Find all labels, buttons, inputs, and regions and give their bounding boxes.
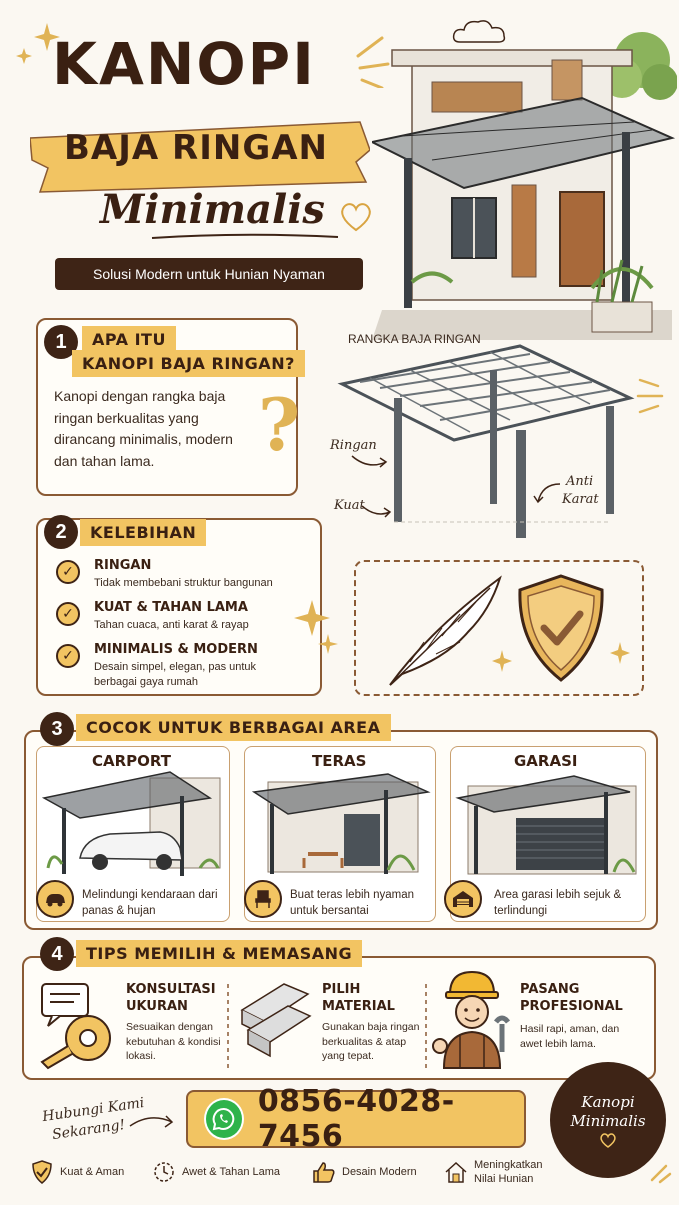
whatsapp-icon	[204, 1098, 244, 1140]
area-desc-garasi: Area garasi lebih sejuk & terlindungi	[494, 889, 622, 917]
tip-1-title-line1: KONSULTASI	[126, 982, 216, 997]
thumbs-up-icon	[312, 1160, 336, 1184]
carport-illustration	[41, 771, 221, 876]
area-title-carport: CARPORT	[92, 752, 172, 770]
label-anti-karat-line1: Anti	[566, 474, 594, 489]
tip-2-title-line1: PILIH	[322, 982, 361, 997]
area-title-teras: TERAS	[312, 752, 367, 770]
house-illustration	[372, 32, 677, 340]
tip-3-title-line1: PASANG	[520, 982, 580, 997]
sparkle-lines-icon	[356, 36, 390, 88]
sparkle-icon	[16, 23, 60, 64]
shield-check-icon	[30, 1160, 54, 1184]
question-mark-icon: ?	[258, 382, 301, 467]
arrow-icon	[361, 505, 392, 518]
area-desc-teras: Buat teras lebih nyaman untuk bersantai	[290, 889, 415, 917]
title-baja-ringan: BAJA RINGAN	[64, 128, 328, 168]
brand-stamp: Kanopi Minimalis	[550, 1062, 666, 1178]
feature-3-title: MINIMALIS & MODERN	[94, 642, 258, 657]
tip-2-desc: Gunakan baja ringan berkualitas & atap y…	[322, 1021, 420, 1063]
phone-button[interactable]: 0856-4028-7456	[186, 1084, 526, 1154]
section-3-heading: COCOK UNTUK BERBAGAI AREA	[76, 714, 391, 741]
measuring-tape-icon	[40, 983, 111, 1070]
footer-label: Awet & Tahan Lama	[182, 1166, 281, 1178]
section-1-heading-line2: KANOPI BAJA RINGAN?	[72, 350, 305, 377]
frame-diagram-title: RANGKA BAJA RINGAN	[348, 332, 481, 346]
section-4-number: 4	[40, 937, 74, 971]
footer-item-desain: Desain Modern	[312, 1160, 417, 1184]
stamp-line2: Minimalis	[570, 1112, 646, 1130]
footer-label: Kuat & Aman	[60, 1166, 125, 1178]
stamp-line1: Kanopi	[581, 1092, 635, 1111]
tip-3-desc: Hasil rapi, aman, dan awet lebih lama.	[520, 1023, 620, 1050]
dashed-divider	[227, 984, 229, 1068]
sparkle-icon	[294, 600, 338, 654]
phone-number: 0856-4028-7456	[257, 1084, 455, 1154]
subtitle-banner: Solusi Modern untuk Hunian Nyaman	[55, 258, 363, 290]
garage-icon	[444, 880, 482, 918]
car-icon	[36, 880, 74, 918]
worker-icon	[432, 970, 510, 1069]
label-anti-karat-line2: Karat	[562, 492, 599, 507]
section-3-number: 3	[40, 712, 74, 746]
steel-beam-icon	[240, 983, 312, 1058]
sparkle-icon	[610, 642, 630, 664]
label-ringan: Ringan	[330, 438, 377, 453]
house-icon	[444, 1160, 468, 1184]
sparkle-icon	[492, 650, 512, 672]
title-minimalis: Minimalis	[100, 186, 325, 233]
feather-icon	[389, 575, 502, 686]
footer-item-nilai: Meningkatkan Nilai Hunian	[444, 1158, 566, 1187]
footer-item-kuat-aman: Kuat & Aman	[30, 1160, 124, 1184]
check-icon: ✓	[56, 560, 80, 584]
dashed-divider	[425, 984, 427, 1068]
check-icon: ✓	[56, 644, 80, 668]
title-kanopi: KANOPI	[52, 30, 316, 98]
feature-1-title: RINGAN	[94, 558, 152, 573]
clock-icon	[152, 1160, 176, 1184]
heart-icon	[600, 1132, 616, 1148]
terrace-illustration	[251, 773, 431, 874]
tip-1-title-line2: UKURAN	[126, 999, 188, 1014]
arrow-icon	[129, 1115, 174, 1128]
section-1-heading-line1: APA ITU	[82, 326, 176, 353]
tip-2-title-line2: MATERIAL	[322, 999, 395, 1014]
arrow-icon	[533, 483, 561, 504]
tip-3-title-line2: PROFESIONAL	[520, 999, 623, 1014]
sparkle-lines-icon	[650, 1164, 672, 1184]
steel-frame-illustration	[337, 344, 635, 538]
section-1-body: Kanopi dengan rangka baja ringan berkual…	[54, 388, 233, 470]
feature-1-desc: Tidak membebani struktur bangunan	[94, 577, 273, 589]
section-advantages-box	[36, 518, 322, 696]
section-4-heading: TIPS MEMILIH & MEMASANG	[76, 940, 363, 967]
area-desc-carport: Melindungi kendaraan dari panas & hujan	[82, 889, 218, 917]
section-2-number: 2	[44, 515, 78, 549]
cloud-icon	[452, 20, 506, 43]
garage-illustration	[455, 775, 637, 875]
chair-icon	[244, 880, 282, 918]
feature-2-desc: Tahan cuaca, anti karat & rayap	[94, 619, 249, 631]
sparkle-lines-icon	[636, 378, 664, 414]
tip-1-desc: Sesuaikan dengan kebutuhan & kondisi lok…	[126, 1021, 221, 1063]
label-kuat: Kuat	[334, 498, 365, 513]
title-ribbon	[30, 121, 370, 193]
check-icon: ✓	[56, 602, 80, 626]
area-title-garasi: GARASI	[514, 752, 578, 770]
feature-3-desc: Desain simpel, elegan, pas untuk berbaga…	[94, 661, 257, 688]
footer-label: Meningkatkan Nilai Hunian	[474, 1159, 543, 1186]
shield-check-icon	[518, 574, 604, 682]
feather-shield-panel	[354, 560, 644, 696]
heart-icon	[341, 203, 371, 232]
footer-label: Desain Modern	[342, 1166, 417, 1178]
title-underline	[151, 233, 339, 239]
footer-item-awet: Awet & Tahan Lama	[152, 1160, 280, 1184]
feature-2-title: KUAT & TAHAN LAMA	[94, 600, 248, 615]
section-2-heading: KELEBIHAN	[80, 519, 207, 546]
arrow-icon	[351, 455, 388, 468]
